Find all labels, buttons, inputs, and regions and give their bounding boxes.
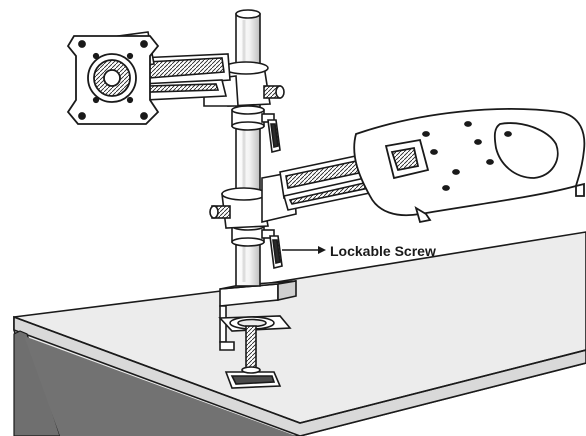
lockable-screw-label: Lockable Screw [330,243,436,259]
desk-side-panel [13,330,61,436]
laptop-tray [353,108,586,224]
desk [13,231,586,436]
vesa-plate [66,35,160,125]
upper-lock-screw [261,113,281,153]
callout-arrow [282,246,326,254]
upper-collar [231,105,265,131]
desk-side-panel-dark [24,336,296,436]
lockable-screw [261,229,283,269]
